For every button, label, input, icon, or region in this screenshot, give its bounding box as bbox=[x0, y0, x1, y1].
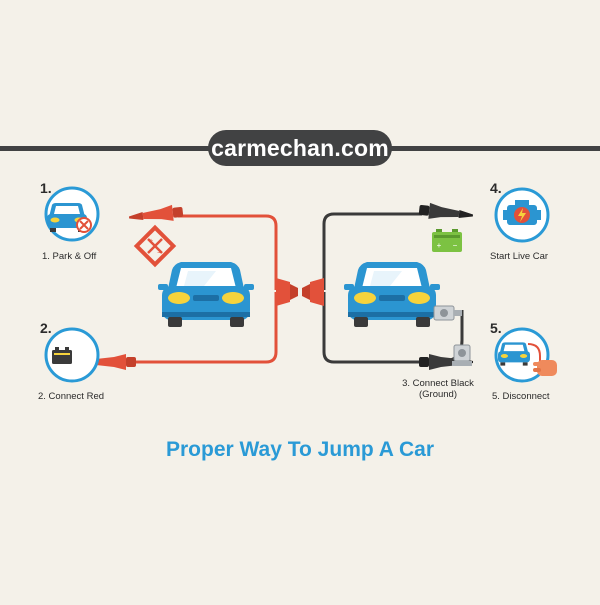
step-2-number: 2. bbox=[40, 320, 52, 336]
red-cable-top bbox=[178, 214, 278, 290]
live-car-icon bbox=[344, 262, 440, 327]
step-2-label: 2. Connect Red bbox=[38, 391, 105, 402]
black-cable-bottom bbox=[322, 292, 422, 364]
engine-lightning-icon bbox=[503, 200, 541, 225]
diamond-minus-sign: − bbox=[157, 250, 161, 257]
step-1-badge bbox=[44, 186, 100, 242]
engine-block-icon bbox=[433, 305, 462, 321]
no-battery-diamond-icon: + − bbox=[133, 224, 177, 268]
step-5-badge bbox=[494, 327, 557, 383]
prohibition-icon bbox=[76, 217, 92, 233]
step-4-number: 4. bbox=[490, 180, 502, 196]
step-4-label: Start Live Car bbox=[490, 251, 549, 262]
small-battery-icon bbox=[52, 347, 72, 364]
dead-car-icon bbox=[158, 262, 254, 327]
ground-bolt-icon bbox=[452, 344, 472, 366]
brand-badge: carmechan.com bbox=[208, 130, 392, 166]
black-cable-top bbox=[322, 212, 422, 290]
step-1-label: 1. Park & Off bbox=[42, 251, 97, 262]
step-5-number: 5. bbox=[490, 320, 502, 336]
step-4-badge bbox=[494, 187, 550, 243]
center-black-clamp-icon bbox=[302, 278, 324, 306]
step-3-label-line2: (Ground) bbox=[418, 389, 457, 400]
step-3-label: 3. Connect Black (Ground) bbox=[390, 378, 486, 400]
step-3-label-line1: 3. Connect Black bbox=[402, 378, 474, 389]
step-2-badge bbox=[44, 327, 100, 383]
disconnect-car-icon bbox=[498, 342, 530, 366]
hand-icon bbox=[533, 360, 557, 376]
page-title: Proper Way To Jump A Car bbox=[166, 438, 434, 461]
center-red-clamp-icon bbox=[276, 278, 298, 306]
red-clamp-top bbox=[128, 203, 184, 226]
battery-plus-sign: + bbox=[437, 241, 442, 250]
red-cable-bottom bbox=[110, 292, 278, 364]
step-5-label: 5. Disconnect bbox=[492, 391, 550, 402]
diamond-plus-sign: + bbox=[149, 238, 153, 245]
black-clamp-top bbox=[418, 201, 474, 224]
green-battery-icon: + − bbox=[432, 229, 462, 252]
battery-minus-sign: − bbox=[453, 241, 458, 250]
step-1-number: 1. bbox=[40, 180, 52, 196]
